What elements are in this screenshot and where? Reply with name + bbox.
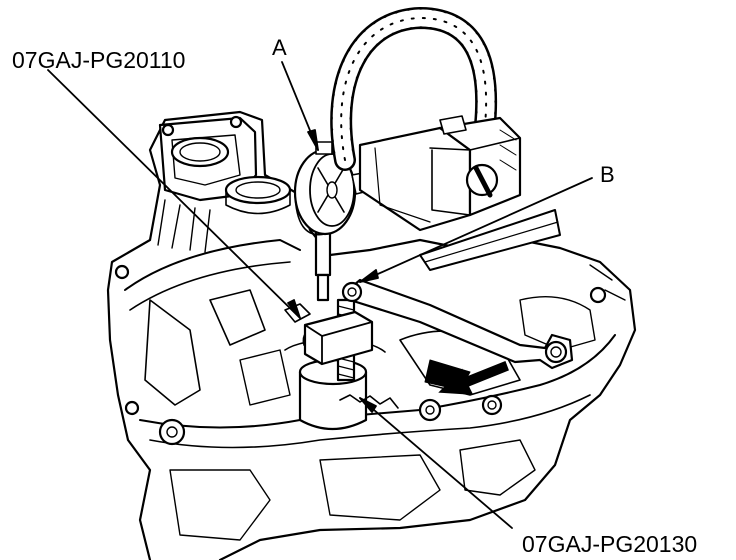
callout-b-label: B [600, 162, 615, 187]
tool-pg20130-label: 07GAJ-PG20130 [522, 531, 697, 557]
magnetic-base [358, 115, 522, 232]
direction-arrow [438, 361, 509, 395]
flex-arm [330, 7, 498, 171]
tool-pg20110-label: 07GAJ-PG20110 [12, 47, 185, 73]
wrench [341, 278, 574, 370]
leader-lines [47, 61, 593, 529]
callout-a-label: A [272, 35, 287, 60]
straight-edge [419, 209, 561, 271]
